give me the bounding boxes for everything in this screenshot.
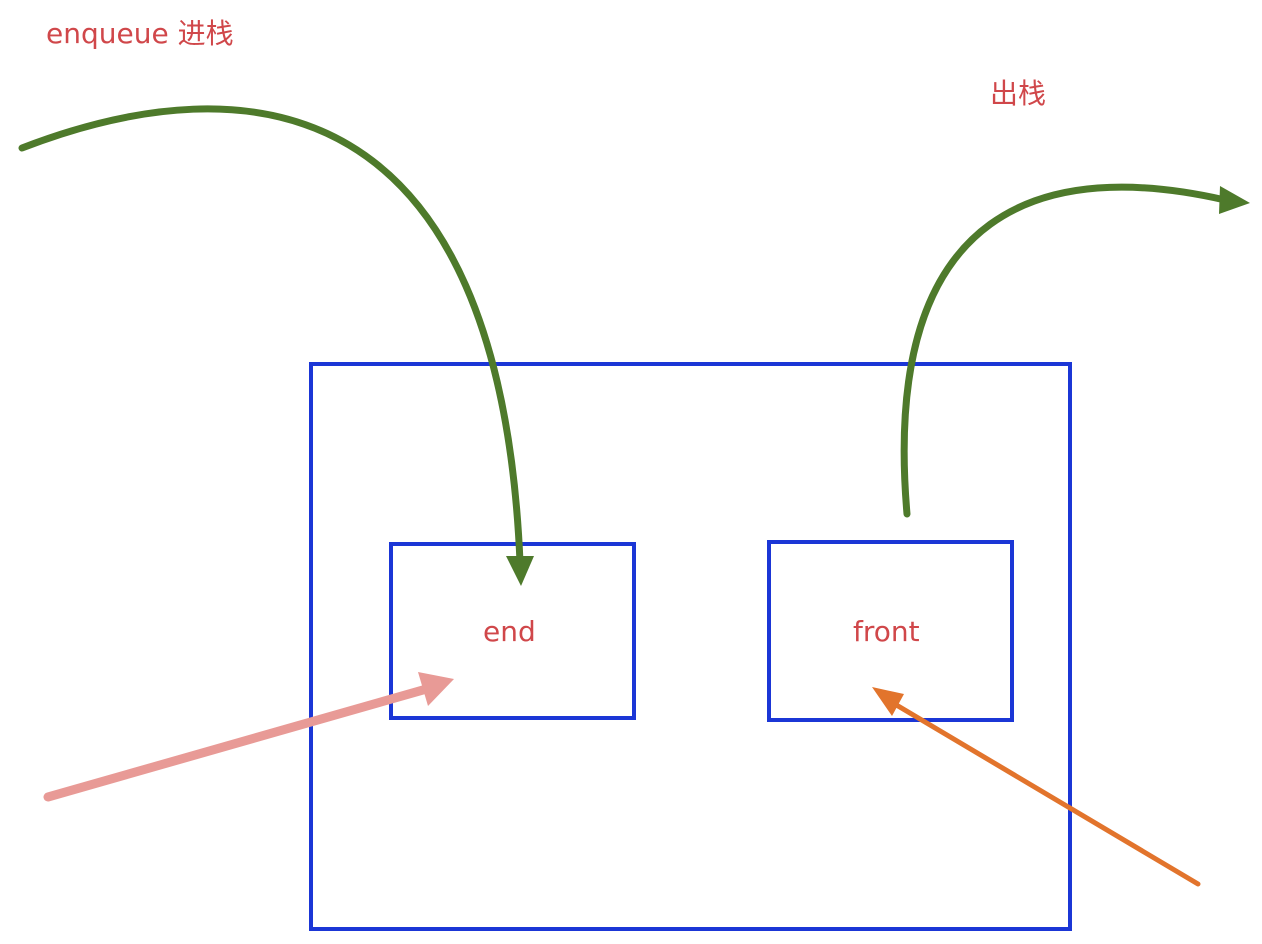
front-stack-box xyxy=(767,540,1014,722)
dequeue-arrow-head xyxy=(1219,186,1250,214)
enqueue-arrow-head xyxy=(506,556,534,586)
front-pointer-arrow-head xyxy=(872,687,904,716)
queue-outer-box xyxy=(309,362,1072,931)
dequeue-label: 出栈 xyxy=(990,77,1047,110)
end-stack-box xyxy=(389,542,636,720)
enqueue-arrow xyxy=(18,105,524,566)
dequeue-arrow xyxy=(900,183,1229,518)
front-pointer-arrow xyxy=(885,697,1201,887)
end-pointer-arrow xyxy=(43,683,435,802)
front-label: front xyxy=(853,615,920,648)
enqueue-label: enqueue 进栈 xyxy=(46,17,234,50)
end-pointer-arrow-head xyxy=(418,672,454,706)
end-label: end xyxy=(483,615,536,648)
